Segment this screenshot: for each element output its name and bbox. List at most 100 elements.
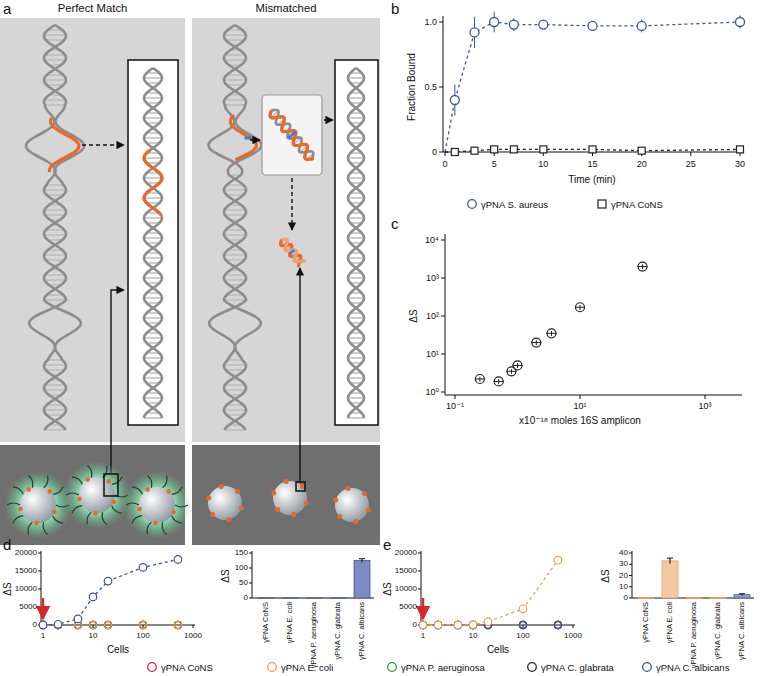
tick-label: 150 (235, 548, 248, 557)
fit-line (43, 559, 178, 625)
probe-dot (219, 484, 224, 489)
probe-dot (77, 497, 82, 502)
dna-strand (268, 107, 317, 162)
legend-text: γPNA C. albicans (656, 662, 729, 673)
base-pair (224, 429, 245, 431)
bead-panel (192, 445, 380, 545)
data-point (519, 621, 526, 628)
base-pair (224, 34, 246, 36)
axis-line (445, 395, 742, 396)
base-pair (144, 97, 162, 99)
legend-marker (388, 663, 397, 672)
axis-line (441, 354, 445, 355)
tick-label: 15000 (15, 566, 37, 575)
axis-title: Cells (487, 644, 509, 656)
panel-heading: Mismatched (192, 0, 380, 16)
dna-strand (348, 68, 364, 418)
axis-line (38, 607, 41, 608)
tick-label: 1 (421, 631, 425, 640)
probe-dot (171, 510, 176, 515)
data-point (104, 621, 111, 628)
axis-line (418, 553, 421, 554)
data-point (54, 621, 61, 628)
axis-title: ΔS (2, 582, 14, 595)
data-point (638, 262, 647, 271)
data-point (519, 621, 526, 628)
tick-label: 15000 (395, 566, 417, 575)
base-pair (348, 297, 364, 299)
base-pair (46, 39, 65, 41)
tick-label: 1 (41, 631, 45, 640)
panel-c-chart (441, 234, 742, 399)
data-point (139, 621, 146, 628)
fluorescent-halo (63, 461, 131, 529)
arrow (291, 178, 292, 230)
data-point (637, 21, 646, 30)
tick-label: 5 (492, 159, 497, 169)
data-point (434, 621, 441, 628)
base-pair (46, 229, 65, 231)
tick-label: 10³ (426, 273, 439, 283)
probe-dot (85, 477, 90, 482)
tick-label: 0 (33, 620, 37, 629)
mismatch-duplex (268, 107, 317, 162)
base-pair (144, 157, 162, 159)
captured-dna (28, 522, 32, 534)
arrow (324, 119, 333, 120)
data-point (737, 146, 744, 153)
base-pair (225, 214, 245, 216)
data-point (454, 621, 462, 629)
axis-line (41, 625, 195, 626)
bar (258, 597, 274, 599)
base-pair (44, 389, 65, 391)
captured-dna (172, 516, 183, 524)
captured-dna (147, 522, 151, 534)
axis-line (421, 551, 422, 625)
pna-strand (144, 150, 162, 215)
legend-swatch (386, 661, 398, 673)
tick-label: 10 (469, 631, 478, 640)
base-pair (348, 237, 364, 239)
data-point (434, 621, 441, 628)
tick-label: 100 (235, 563, 248, 572)
base-pair (46, 369, 65, 371)
fluorescent-halo (4, 471, 72, 539)
tick-label: 10 (619, 582, 628, 591)
data-point (547, 329, 556, 338)
tick-label: 10 (538, 159, 548, 169)
dna-strand (279, 237, 306, 267)
legend-text: γPNA S. aureus (481, 199, 548, 210)
axis-line (249, 568, 252, 569)
probe-dot (52, 510, 57, 515)
axis-line (418, 607, 421, 608)
base-pair (144, 377, 162, 379)
base-pair (224, 234, 246, 236)
base-pair (144, 237, 162, 239)
arrow (111, 290, 124, 473)
base-pair (348, 377, 364, 379)
data-point (39, 621, 47, 629)
captured-dna (7, 503, 20, 505)
tick-label: 1000 (564, 631, 582, 640)
legend-marker (148, 663, 157, 672)
data-point (54, 621, 61, 628)
pna-strand (268, 107, 317, 162)
axis-line (632, 551, 633, 598)
data-point (554, 621, 561, 628)
axis-line (249, 583, 252, 584)
panel: Mismatched (192, 0, 380, 442)
tick-label: 0 (413, 620, 417, 629)
base-pair (348, 417, 364, 419)
probe-dot (18, 507, 23, 512)
bar (354, 561, 370, 599)
data-point (454, 621, 461, 628)
base-pair (226, 39, 245, 41)
data-point (554, 621, 561, 628)
fluorescent-halo (123, 471, 191, 539)
captured-dna (13, 516, 24, 524)
axis-line (690, 152, 691, 156)
base-pair (224, 279, 245, 281)
axis-line (418, 571, 421, 572)
probe-dot (26, 487, 31, 492)
base-pair (44, 299, 66, 301)
